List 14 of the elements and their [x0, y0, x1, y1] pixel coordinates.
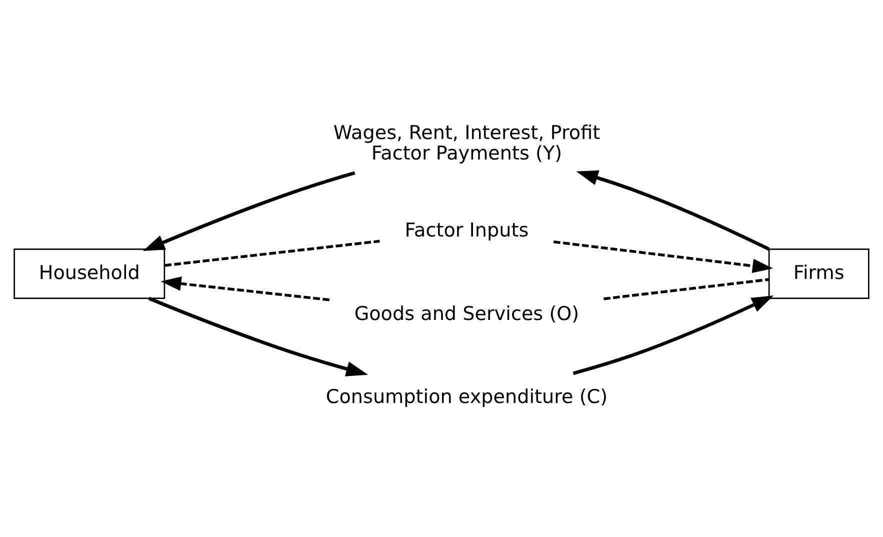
connector — [164, 239, 380, 266]
node-box: Firms — [768, 248, 870, 299]
arrow — [553, 240, 774, 273]
connector — [604, 278, 769, 300]
arrow — [572, 294, 774, 374]
node-text: Wages, Rent, Interest, Profit Factor Payments (Y) — [333, 120, 600, 164]
node-text: Factor Inputs — [404, 218, 529, 242]
node-text: Goods and Services (O) — [354, 301, 580, 324]
arrow — [148, 296, 368, 376]
arrow — [142, 170, 356, 251]
arrow — [576, 170, 770, 250]
arrow — [160, 276, 330, 301]
node-box: Household — [14, 248, 166, 299]
node-text: Consumption expenditure (C) — [326, 384, 608, 408]
